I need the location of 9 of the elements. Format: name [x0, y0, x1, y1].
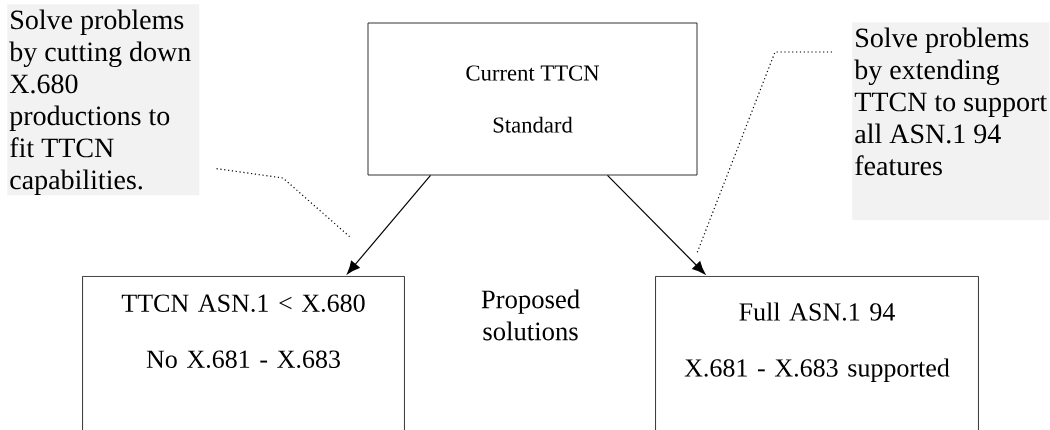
note-box: Solve problems by cutting down X.680 productions to fit TTCN capabilities.	[7, 4, 200, 196]
arrow	[606, 174, 706, 275]
leader-line	[696, 51, 833, 254]
process-box: Current TTCN Standard	[367, 22, 698, 176]
arrow	[347, 174, 432, 275]
note-box: Solve problems by extending TTCN to support all ASN.1 94 features	[852, 22, 1050, 221]
group-label: Proposed solutions	[481, 289, 580, 341]
solution-box: Full ASN.1 94 X.681 - X.683 supported	[655, 276, 979, 430]
solution-box: TTCN ASN.1 < X.680 No X.681 - X.683	[82, 276, 405, 430]
